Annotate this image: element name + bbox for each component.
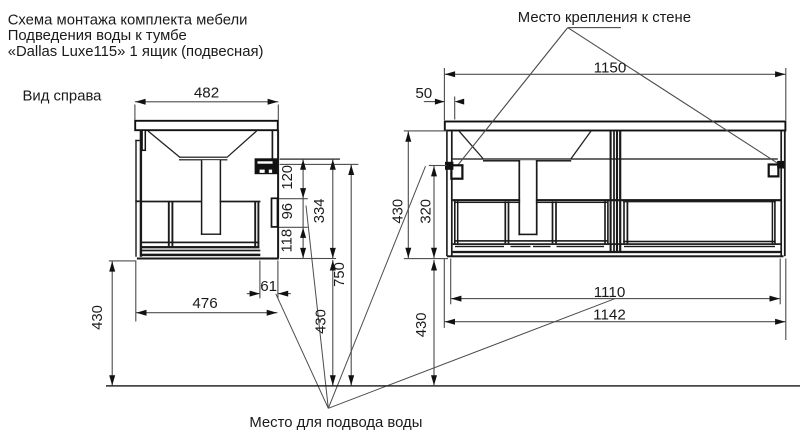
svg-text:430: 430	[414, 313, 430, 338]
svg-text:476: 476	[192, 295, 217, 312]
svg-text:430: 430	[90, 305, 106, 330]
svg-text:120: 120	[280, 165, 296, 190]
svg-text:1142: 1142	[593, 307, 626, 324]
svg-text:Вид справа: Вид справа	[23, 89, 103, 105]
svg-text:96: 96	[280, 203, 296, 219]
svg-text:118: 118	[279, 229, 295, 253]
svg-text:430: 430	[390, 199, 406, 224]
svg-text:320: 320	[418, 199, 434, 224]
svg-text:Схема монтажа комплекта мебели: Схема монтажа комплекта мебели	[8, 12, 248, 28]
svg-text:61: 61	[260, 278, 277, 295]
svg-text:Место крепления к стене: Место крепления к стене	[518, 10, 691, 26]
svg-text:50: 50	[415, 85, 432, 102]
svg-text:Подведения воды к тумбе: Подведения воды к тумбе	[8, 28, 187, 44]
svg-text:334: 334	[312, 199, 328, 224]
svg-text:«Dallas Luxe115» 1 ящик (подве: «Dallas Luxe115» 1 ящик (подвесная)	[8, 44, 264, 60]
svg-text:482: 482	[194, 85, 219, 102]
svg-text:1150: 1150	[594, 59, 627, 76]
svg-text:750: 750	[332, 262, 348, 287]
svg-text:Место для подвода воды: Место для подвода воды	[249, 415, 422, 431]
svg-text:1110: 1110	[594, 284, 626, 301]
svg-text:430: 430	[313, 309, 329, 334]
